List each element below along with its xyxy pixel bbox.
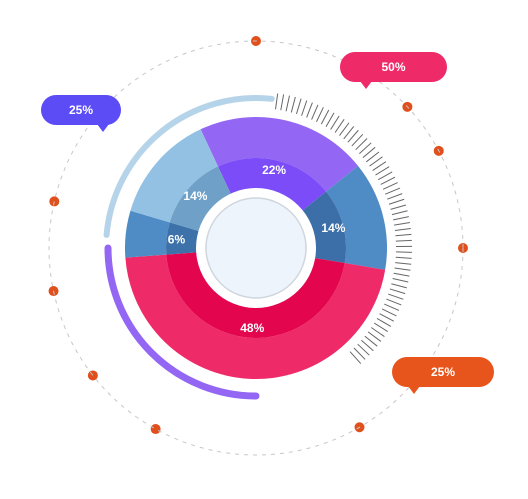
tick-mark — [392, 278, 409, 283]
callout-left: 25% — [41, 95, 121, 132]
tick-mark — [376, 317, 392, 327]
tick-mark — [389, 288, 406, 295]
tick-mark — [373, 322, 388, 333]
tick-mark — [274, 93, 279, 110]
tick-mark — [394, 227, 411, 231]
tick-mark — [386, 298, 402, 306]
tick-mark — [351, 133, 364, 147]
tick-mark — [375, 166, 390, 176]
slice-label: 14% — [183, 189, 207, 203]
tick-mark — [285, 95, 290, 112]
slice-inner — [169, 166, 232, 232]
slice-inner — [217, 157, 327, 212]
tick-mark — [369, 156, 383, 167]
donut-slices — [124, 116, 387, 380]
tick-mark — [367, 331, 382, 342]
tick-mark — [384, 303, 400, 311]
tick-mark — [388, 293, 404, 300]
tick-mark — [393, 216, 409, 221]
tick-mark — [362, 146, 376, 159]
tick-mark — [355, 138, 368, 151]
tick-marks — [274, 93, 412, 364]
callout-bottom: 25% — [392, 357, 494, 394]
ring-dot — [150, 424, 161, 435]
tick-mark — [364, 335, 378, 347]
tick-mark — [395, 239, 412, 242]
tick-mark — [280, 94, 285, 111]
ring-dot — [87, 370, 98, 381]
tick-mark — [381, 308, 397, 317]
tick-mark — [320, 109, 330, 125]
tick-mark — [370, 327, 385, 337]
tick-mark — [353, 347, 366, 360]
tick-mark — [395, 233, 412, 237]
tick-mark — [393, 272, 410, 277]
slice-inner — [301, 191, 346, 264]
slice-outer — [124, 210, 170, 258]
callout-top: 50% — [340, 52, 447, 89]
tick-mark — [379, 313, 394, 322]
slice-outer — [200, 116, 359, 192]
slice-outer — [125, 254, 386, 380]
tick-mark — [334, 118, 345, 133]
slice-label: 14% — [321, 221, 345, 235]
donut-center — [205, 197, 307, 299]
tick-mark — [330, 115, 340, 130]
tick-mark — [290, 96, 296, 113]
tick-mark — [343, 126, 355, 140]
slice-labels: 22% 14% 48% 6% 14% — [168, 163, 346, 335]
tick-mark — [387, 193, 403, 200]
tick-mark — [311, 104, 319, 120]
slice-inner — [166, 222, 201, 255]
slice-label: 22% — [262, 163, 286, 177]
tick-mark — [394, 222, 410, 226]
outer-arc — [103, 95, 275, 238]
tick-mark — [316, 107, 324, 122]
tick-mark — [391, 283, 407, 289]
tick-mark — [306, 102, 313, 118]
callout-bottom-text: 25% — [430, 365, 456, 379]
tick-mark — [390, 204, 407, 210]
tick-mark — [394, 267, 411, 271]
tick-mark — [372, 161, 387, 171]
tick-mark — [380, 176, 396, 185]
tick-mark — [349, 351, 362, 364]
outer-arcs — [103, 95, 275, 400]
tick-mark — [385, 187, 401, 195]
tick-mark — [357, 343, 370, 356]
slice-inner — [166, 252, 345, 338]
tick-mark — [347, 129, 359, 143]
tick-mark — [361, 339, 374, 352]
slice-label: 6% — [168, 232, 186, 246]
ring-dot — [49, 196, 60, 207]
tick-mark — [391, 210, 408, 216]
slice-outer — [130, 129, 218, 223]
outer-arc — [104, 244, 260, 400]
tick-mark — [395, 262, 412, 265]
slice-outer — [326, 165, 387, 270]
tick-mark — [366, 151, 380, 163]
tick-mark — [325, 112, 335, 128]
callout-left-text: 25% — [68, 103, 94, 117]
dashed-outer-ring — [48, 40, 464, 456]
callout-top-text: 50% — [381, 60, 406, 74]
tick-mark — [377, 171, 393, 181]
tick-mark — [301, 100, 308, 116]
tick-mark — [339, 122, 350, 136]
tick-mark — [395, 256, 412, 259]
tick-mark — [295, 98, 302, 115]
tick-mark — [388, 198, 405, 205]
tick-mark — [359, 142, 372, 154]
tick-mark — [382, 182, 398, 190]
slice-label: 48% — [240, 321, 264, 335]
